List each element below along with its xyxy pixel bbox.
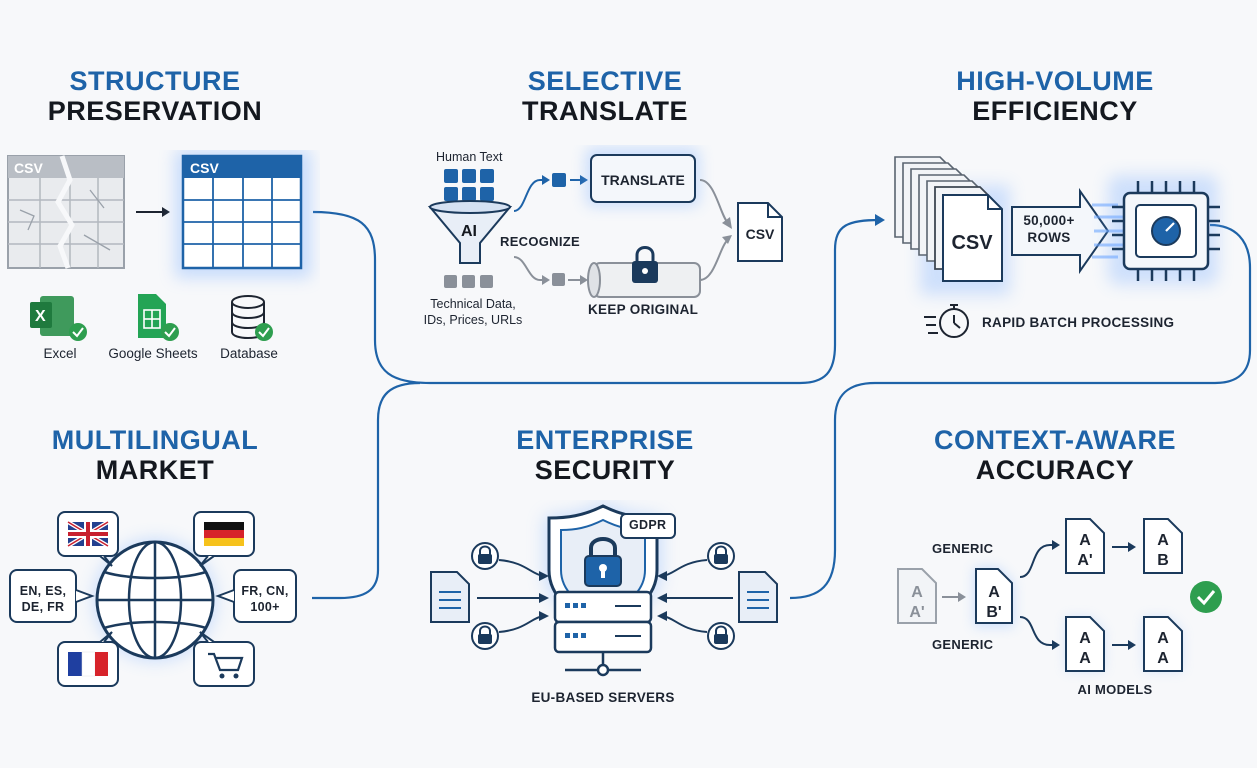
stopwatch-icon bbox=[924, 304, 969, 338]
left-document-icon bbox=[430, 571, 470, 623]
broken-csv-icon bbox=[7, 155, 125, 269]
excel-icon: X bbox=[30, 296, 87, 341]
technical-data-blocks bbox=[444, 275, 493, 288]
generic-top-label: GENERIC bbox=[932, 541, 994, 556]
output-csv-icon bbox=[737, 202, 783, 262]
bottom-mid-document-icon bbox=[1065, 616, 1105, 672]
stack-csv-label: CSV bbox=[951, 232, 993, 254]
technical-data-label: Technical Data,IDs, Prices, URLs bbox=[423, 297, 523, 327]
left-languages-label: EN, ES,DE, FR bbox=[19, 584, 67, 614]
bottom-end-document-icon bbox=[1143, 616, 1183, 672]
csv-file-stack bbox=[894, 156, 1010, 295]
left-top-lock-icon bbox=[471, 542, 499, 570]
svg-text:A': A' bbox=[1077, 552, 1092, 569]
selective-graphic: AI TRANSLATE bbox=[427, 147, 783, 298]
output-csv-label: CSV bbox=[746, 226, 775, 242]
excel-label: Excel bbox=[43, 346, 77, 361]
right-languages-label: FR, CN,100+ bbox=[241, 584, 289, 614]
svg-text:B': B' bbox=[986, 604, 1001, 621]
structured-csv-tag: CSV bbox=[190, 160, 219, 176]
google-sheets-label: Google Sheets bbox=[108, 346, 198, 361]
svg-text:A: A bbox=[988, 584, 1000, 601]
generic-bottom-label: GENERIC bbox=[932, 637, 994, 652]
human-text-blocks bbox=[444, 169, 494, 201]
gdpr-badge-label: GDPR bbox=[629, 518, 667, 532]
structure-title: STRUCTURE PRESERVATION bbox=[47, 66, 263, 127]
processor-chip-icon bbox=[1108, 175, 1220, 285]
svg-text:A: A bbox=[1157, 532, 1169, 549]
middle-document-icon bbox=[974, 567, 1014, 627]
ai-funnel-icon bbox=[427, 200, 513, 264]
svg-text:A: A bbox=[1157, 650, 1169, 667]
human-text-label: Human Text bbox=[436, 150, 503, 164]
svg-text:A': A' bbox=[909, 604, 924, 621]
translate-box-label: TRANSLATE bbox=[601, 172, 685, 188]
eu-servers-label: EU-BASED SERVERS bbox=[531, 690, 675, 705]
svg-text:A: A bbox=[1079, 532, 1091, 549]
context-graphic: A A' A B' A A' A B bbox=[897, 518, 1222, 672]
uk-flag-icon bbox=[57, 511, 119, 567]
volume-title: HIGH-VOLUME EFFICIENCY bbox=[956, 66, 1154, 127]
structure-graphic: CSV CSV X bbox=[7, 150, 311, 341]
svg-text:X: X bbox=[35, 308, 46, 325]
context-title: CONTEXT-AWARE ACCURACY bbox=[933, 425, 1176, 486]
right-bottom-lock-icon bbox=[707, 622, 735, 650]
security-graphic bbox=[430, 502, 778, 677]
right-document-icon bbox=[738, 571, 778, 623]
security-title: ENTERPRISE SECURITY bbox=[516, 425, 694, 486]
broken-csv-tag: CSV bbox=[14, 160, 43, 176]
gdpr-badge bbox=[620, 513, 676, 539]
france-flag-icon bbox=[57, 631, 119, 687]
svg-text:A: A bbox=[1079, 630, 1091, 647]
right-top-lock-icon bbox=[707, 542, 735, 570]
server-icon bbox=[553, 590, 653, 677]
svg-text:A: A bbox=[911, 584, 923, 601]
rows-label: 50,000+ROWS bbox=[1023, 213, 1075, 245]
source-document-icon bbox=[897, 568, 937, 624]
google-sheets-icon bbox=[138, 294, 179, 341]
keep-original-label: KEEP ORIGINAL bbox=[588, 302, 699, 317]
ai-funnel-label: AI bbox=[461, 223, 477, 240]
translate-box bbox=[590, 154, 696, 203]
svg-text:A: A bbox=[1079, 650, 1091, 667]
lock-icon bbox=[632, 246, 658, 283]
left-bottom-lock-icon bbox=[471, 622, 499, 650]
multilingual-title: MULTILINGUAL MARKET bbox=[51, 425, 259, 486]
shopping-cart-icon bbox=[193, 631, 255, 687]
ai-models-label: AI MODELS bbox=[1077, 682, 1153, 697]
globe-icon bbox=[93, 538, 217, 662]
structured-csv-icon bbox=[175, 150, 311, 278]
check-icon bbox=[1190, 581, 1222, 613]
volume-graphic: CSV bbox=[894, 156, 1220, 338]
recognize-label: RECOGNIZE bbox=[500, 234, 580, 249]
selective-title: SELECTIVE TRANSLATE bbox=[522, 66, 688, 127]
germany-flag-icon bbox=[193, 511, 255, 567]
multilingual-graphic bbox=[9, 511, 297, 687]
top-mid-document-icon bbox=[1065, 518, 1105, 574]
svg-text:B: B bbox=[1157, 552, 1169, 569]
database-label: Database bbox=[220, 346, 278, 361]
batch-processing-label: RAPID BATCH PROCESSING bbox=[982, 315, 1175, 330]
top-end-document-icon bbox=[1143, 518, 1183, 574]
svg-text:A: A bbox=[1157, 630, 1169, 647]
